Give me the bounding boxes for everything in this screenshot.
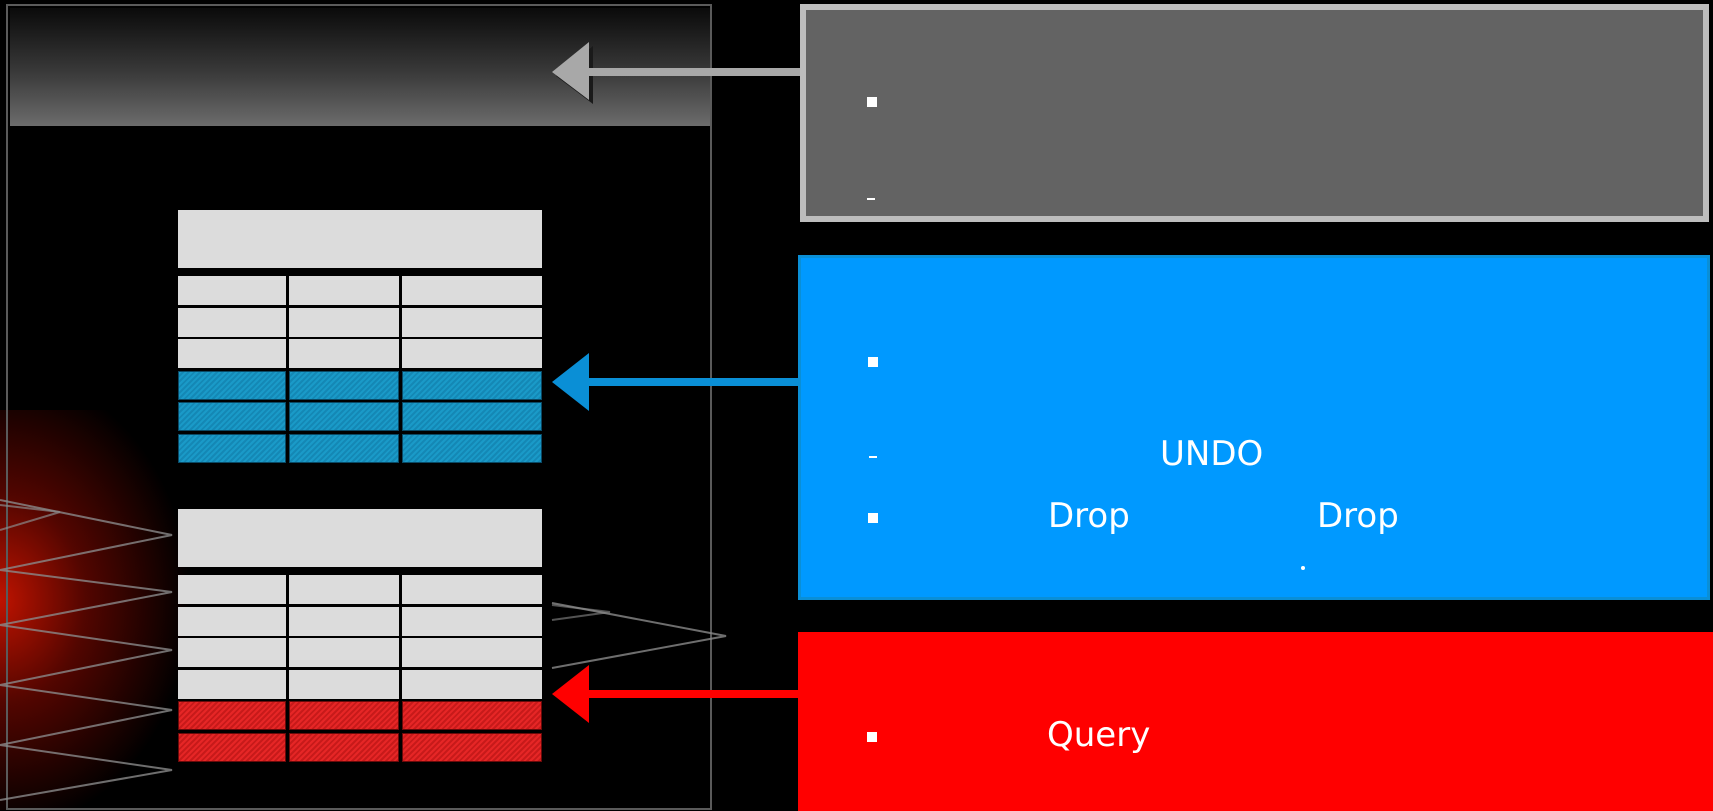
table-cell bbox=[178, 669, 286, 699]
gray-panel-dash-1 bbox=[867, 198, 875, 200]
gray-panel-bullet-1 bbox=[867, 97, 877, 107]
table-cell bbox=[402, 370, 542, 400]
table-cell bbox=[178, 433, 286, 463]
undo-text: UNDO bbox=[1160, 434, 1264, 474]
table-cell bbox=[289, 669, 399, 699]
table-cell bbox=[402, 433, 542, 463]
table-cell bbox=[402, 606, 542, 636]
table-cell bbox=[402, 638, 542, 667]
query-text: Query bbox=[1047, 715, 1151, 755]
red-panel-bullet-1 bbox=[867, 732, 877, 742]
frame-header-strip bbox=[10, 8, 710, 126]
table-cell bbox=[289, 433, 399, 463]
table-cell bbox=[178, 575, 286, 604]
table-cell bbox=[402, 339, 542, 368]
blue-panel-dot bbox=[1301, 566, 1305, 570]
table-cell bbox=[289, 402, 399, 431]
table-cell bbox=[402, 307, 542, 337]
table-cell bbox=[402, 575, 542, 604]
table-cell bbox=[289, 339, 399, 368]
table-cell bbox=[178, 701, 286, 730]
database-frame bbox=[6, 4, 712, 810]
table-cell bbox=[402, 276, 542, 305]
gray-arrow bbox=[552, 42, 800, 104]
table-cell bbox=[289, 276, 399, 305]
table-cell bbox=[289, 606, 399, 636]
table-cell bbox=[178, 276, 286, 305]
red-arrow bbox=[552, 665, 800, 723]
table-cell bbox=[289, 732, 399, 762]
table-cell bbox=[178, 339, 286, 368]
blue-arrow bbox=[552, 353, 800, 411]
table-cell bbox=[289, 638, 399, 667]
table-cell bbox=[402, 669, 542, 699]
table-cell bbox=[402, 402, 542, 431]
gray-panel bbox=[800, 4, 1709, 222]
red-panel: Query bbox=[798, 632, 1713, 811]
drop-text-1: Drop bbox=[1048, 496, 1130, 536]
drop-text-2: Drop bbox=[1317, 496, 1399, 536]
table-cell bbox=[402, 701, 542, 730]
blue-panel-bullet-2 bbox=[868, 513, 878, 523]
table-cell bbox=[178, 402, 286, 431]
table-cell bbox=[289, 307, 399, 337]
table-cell bbox=[289, 701, 399, 730]
table-cell bbox=[178, 638, 286, 667]
table-cell bbox=[289, 575, 399, 604]
table-cell bbox=[402, 732, 542, 762]
table-top-header bbox=[178, 210, 542, 268]
table-cell bbox=[289, 370, 399, 400]
table-cell bbox=[178, 307, 286, 337]
table-cell bbox=[178, 370, 286, 400]
blue-panel-dash-1 bbox=[869, 456, 877, 458]
blue-panel: UNDO Drop Drop bbox=[798, 255, 1710, 600]
table-bottom-header bbox=[178, 509, 542, 567]
table-cell bbox=[178, 606, 286, 636]
table-cell bbox=[178, 732, 286, 762]
blue-panel-bullet-1 bbox=[868, 357, 878, 367]
